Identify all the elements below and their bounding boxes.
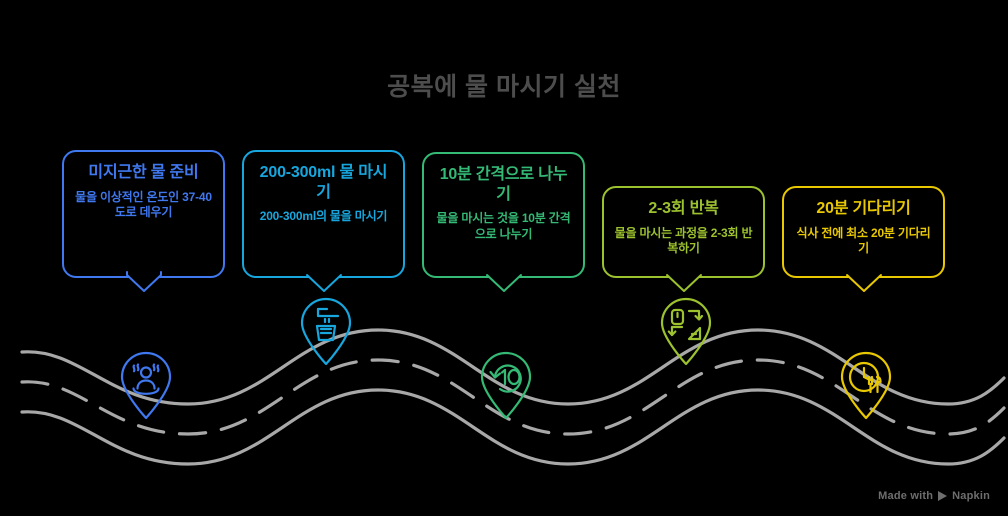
pin-outline-2: [300, 297, 352, 366]
step-card-1-title: 미지근한 물 준비: [88, 164, 199, 181]
map-pin-5[interactable]: [838, 351, 894, 420]
step-card-2[interactable]: 200-300ml 물 마시기 200-300ml의 물을 마시기: [242, 150, 405, 292]
page-title: 공복에 물 마시기 실천: [387, 73, 621, 101]
pin-outline-4: [660, 297, 712, 366]
map-pin-1[interactable]: [118, 351, 174, 420]
step-card-2-title: 200-300ml 물 마시기: [259, 164, 388, 201]
step-card-5-description: 식사 전에 최소 20분 기다리기: [796, 225, 931, 256]
step-card-2-tail: [305, 274, 342, 292]
step-card-4-tail: [665, 274, 702, 292]
pin-outline-5: [840, 351, 892, 420]
step-card-3[interactable]: 10분 간격으로 나누기 물을 마시는 것을 10분 간격으로 나누기: [422, 152, 585, 292]
step-card-3-tail: [485, 274, 522, 292]
steaming-person-icon: [132, 363, 160, 395]
step-card-4-description: 물을 마시는 과정을 2-3회 반복하기: [614, 225, 753, 256]
step-card-5-title: 20분 기다리기: [816, 200, 911, 217]
step-card-2-description: 200-300ml의 물을 마시기: [259, 209, 388, 224]
pin-outline-1: [120, 351, 172, 420]
watermark-brand: Napkin: [952, 490, 990, 502]
step-card-3-title: 10분 간격으로 나누기: [439, 166, 568, 203]
faucet-glass-icon: [315, 307, 340, 342]
recycle-repeat-icon: [667, 308, 704, 341]
step-card-5[interactable]: 20분 기다리기 식사 전에 최소 20분 기다리기: [782, 186, 945, 292]
napkin-watermark: Made with Napkin: [878, 490, 990, 502]
step-card-4[interactable]: 2-3회 반복 물을 마시는 과정을 2-3회 반복하기: [602, 186, 765, 292]
map-pin-4[interactable]: [658, 297, 714, 366]
watermark-prefix: Made with: [878, 490, 934, 502]
map-pin-2[interactable]: [298, 297, 354, 366]
step-card-1-tail: [125, 271, 162, 292]
ten-minute-repeat-icon: [489, 364, 522, 393]
step-card-1[interactable]: 미지근한 물 준비 물을 이상적인 온도인 37-40도로 데우기: [62, 150, 225, 292]
step-card-3-description: 물을 마시는 것을 10분 간격으로 나누기: [436, 211, 571, 241]
step-card-5-tail: [845, 274, 882, 292]
napkin-play-logo-icon: [938, 491, 948, 501]
clock-fork-icon: [848, 361, 882, 394]
step-card-1-description: 물을 이상적인 온도인 37-40도로 데우기: [75, 189, 212, 220]
pin-outline-3: [480, 351, 532, 420]
step-card-4-title: 2-3회 반복: [648, 200, 719, 217]
map-pin-3[interactable]: [478, 351, 534, 420]
